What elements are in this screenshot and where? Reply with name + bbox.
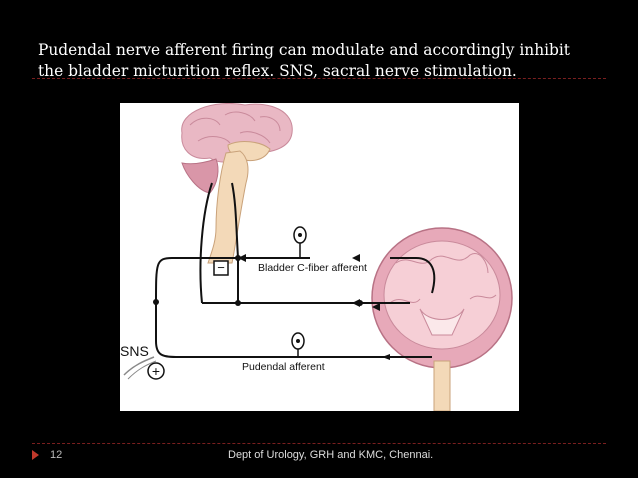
bladder-illustration [371, 227, 513, 411]
pathway-diagram: − + Bladder C-fiber afferent Pudendal af… [120, 103, 513, 411]
footer-credit: Dept of Urology, GRH and KMC, Chennai. [228, 449, 434, 461]
neural-pathway-figure: − + Bladder C-fiber afferent Pudendal af… [120, 103, 519, 411]
sns-label: SNS [120, 343, 149, 359]
bladder-afferent-label: Bladder C-fiber afferent [258, 262, 367, 274]
neuron-pudendal-afferent [291, 332, 305, 357]
footer-divider [32, 443, 606, 444]
page-number: 12 [50, 449, 63, 461]
pudendal-afferent-label: Pudendal afferent [242, 361, 325, 373]
minus-label: − [217, 260, 225, 275]
sns-stimulator-lead [123, 356, 157, 380]
inhibition-minus-sign: − [213, 260, 229, 276]
footer-marker-icon [32, 450, 39, 460]
title-divider [32, 78, 606, 79]
slide-title: Pudendal nerve afferent firing can modul… [38, 41, 570, 80]
plus-label: + [152, 363, 160, 379]
arrowheads [153, 254, 390, 360]
neuron-bladder-afferent [293, 226, 307, 258]
pathway-lines [155, 182, 436, 358]
excitation-plus-sign: + [147, 362, 165, 380]
brain-illustration [181, 103, 293, 264]
